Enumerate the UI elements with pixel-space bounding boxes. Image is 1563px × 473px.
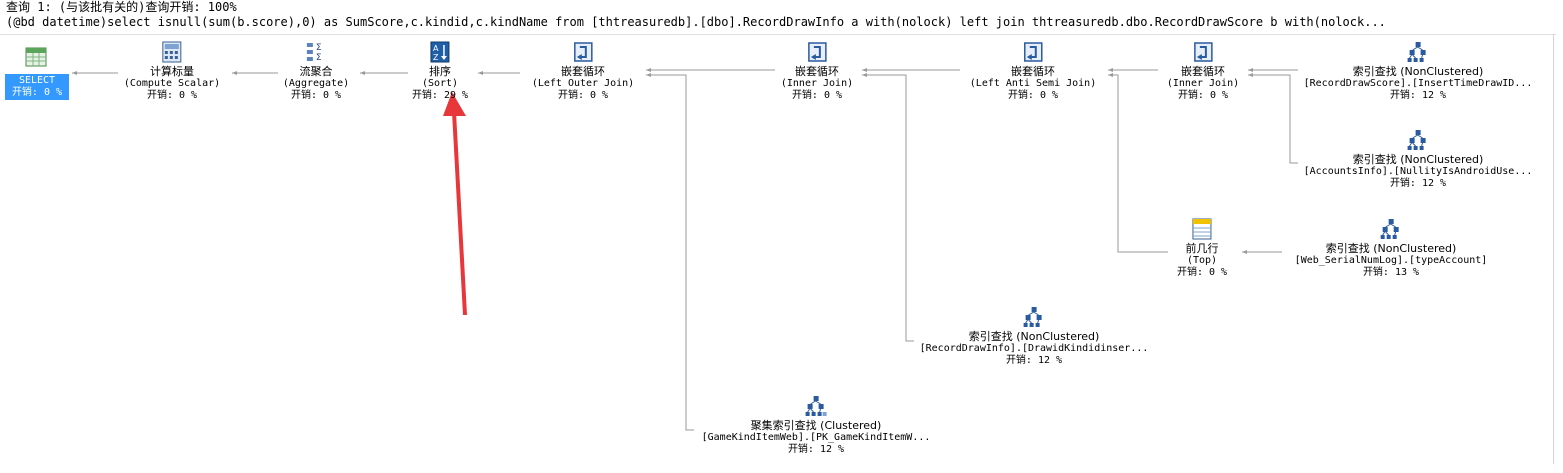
node-name: 嵌套循环 <box>795 65 839 78</box>
node-name: 流聚合 <box>299 65 333 78</box>
node-name: 索引查找 (NonClustered) <box>1325 242 1457 255</box>
node-name: 排序 <box>429 65 451 78</box>
nested-loops-icon <box>1024 42 1043 62</box>
node-operation: (Top) <box>1186 255 1218 266</box>
node-cost: 开销: 0 % <box>1177 90 1229 101</box>
aggregate-icon: Σ Σ <box>306 43 322 63</box>
index-seek-node[interactable]: 索引查找 (NonClustered) [RecordDrawScore].[I… <box>1303 40 1533 102</box>
svg-text:Σ: Σ <box>316 43 322 53</box>
index-seek-icon <box>1024 307 1042 327</box>
node-name: 嵌套循环 <box>560 65 605 78</box>
top-icon <box>1192 218 1212 240</box>
select-label: SELECT <box>18 75 56 86</box>
node-operation: (Inner Join) <box>780 78 854 89</box>
clustered-index-seek-icon <box>806 396 827 416</box>
sort-node[interactable]: A Z 排序 (Sort) 开销: 29 % <box>412 40 468 102</box>
node-name: 聚集索引查找 (Clustered) <box>750 419 882 432</box>
node-operation: (Aggregate) <box>282 78 350 89</box>
svg-text:Z: Z <box>433 53 439 62</box>
index-seek-icon <box>1408 130 1426 150</box>
node-operation: (Left Anti Semi Join) <box>969 78 1097 89</box>
aggregate-node[interactable]: Σ Σ 流聚合 (Aggregate) 开销: 0 % <box>283 40 349 102</box>
node-operation: (Left Outer Join) <box>531 78 635 89</box>
node-cost: 开销: 12 % <box>787 444 845 455</box>
select-node[interactable]: SELECT 开销: 0 % <box>5 74 69 100</box>
query-cost-header: 查询 1: (与该批有关的)查询开销: 100% <box>6 0 237 14</box>
node-name: 嵌套循环 <box>1011 65 1055 78</box>
top-node[interactable]: 前几行 (Top) 开销: 0 % <box>1177 217 1227 279</box>
red-arrow-annotation <box>443 92 467 315</box>
node-name: 索引查找 (NonClustered) <box>1352 153 1484 166</box>
node-cost: 开销: 0 % <box>146 90 198 101</box>
index-seek-node[interactable]: 索引查找 (NonClustered) [Web_SerialNumLog].[… <box>1294 217 1488 279</box>
nested-loops-left-anti-semi-join-node[interactable]: 嵌套循环 (Left Anti Semi Join) 开销: 0 % <box>970 40 1096 102</box>
node-name: 计算标量 <box>149 65 194 78</box>
node-operation: (Sort) <box>421 78 459 89</box>
nested-loops-icon <box>574 42 593 62</box>
compute-scalar-icon <box>162 41 182 63</box>
nested-loops-left-outer-join-node[interactable]: 嵌套循环 (Left Outer Join) 开销: 0 % <box>532 40 634 102</box>
node-operation: [Web_SerialNumLog].[typeAccount] <box>1294 255 1488 266</box>
index-seek-node[interactable]: 索引查找 (NonClustered) [AccountsInfo].[Null… <box>1303 128 1533 190</box>
query-text: (@bd datetime)select isnull(sum(b.score)… <box>6 15 1386 29</box>
node-name: 索引查找 (NonClustered) <box>968 330 1100 343</box>
compute-scalar-node[interactable]: 计算标量 (Compute Scalar) 开销: 0 % <box>124 40 220 102</box>
node-operation: [AccountsInfo].[NullityIsAndroidUse... <box>1303 166 1533 177</box>
node-operation: (Compute Scalar) <box>123 78 221 89</box>
node-cost: 开销: 12 % <box>1005 355 1063 366</box>
index-seek-icon <box>1408 42 1426 62</box>
index-seek-icon <box>1381 219 1399 239</box>
node-name: 前几行 <box>1185 242 1219 255</box>
nested-loops-inner-join-node[interactable]: 嵌套循环 (Inner Join) 开销: 0 % <box>781 40 853 102</box>
node-cost: 开销: 0 % <box>1176 267 1228 278</box>
node-name: 嵌套循环 <box>1181 65 1225 78</box>
index-seek-node[interactable]: 索引查找 (NonClustered) [RecordDrawInfo].[Dr… <box>919 305 1149 367</box>
clustered-index-seek-node[interactable]: 聚集索引查找 (Clustered) [GameKindItemWeb].[PK… <box>701 394 931 456</box>
node-cost: 开销: 0 % <box>1007 90 1059 101</box>
node-operation: [RecordDrawInfo].[DrawidKindidinser... <box>919 343 1149 354</box>
node-cost: 开销: 0 % <box>557 90 609 101</box>
node-cost: 开销: 0 % <box>791 90 843 101</box>
nested-loops-inner-join-node[interactable]: 嵌套循环 (Inner Join) 开销: 0 % <box>1167 40 1239 102</box>
node-cost: 开销: 0 % <box>290 90 342 101</box>
node-cost: 开销: 12 % <box>1389 90 1447 101</box>
node-operation: (Inner Join) <box>1166 78 1240 89</box>
nested-loops-icon <box>808 42 827 62</box>
svg-text:A: A <box>433 44 439 53</box>
node-operation: [GameKindItemWeb].[PK_GameKindItemW... <box>701 432 931 443</box>
node-cost: 开销: 12 % <box>1389 178 1447 189</box>
right-divider <box>1553 34 1554 464</box>
select-cost: 开销: 0 % <box>11 87 63 98</box>
select-icon <box>25 47 47 67</box>
node-operation: [RecordDrawScore].[InsertTimeDrawID... <box>1303 78 1533 89</box>
svg-text:Σ: Σ <box>316 53 322 63</box>
header-divider <box>0 34 1556 35</box>
node-name: 索引查找 (NonClustered) <box>1352 65 1484 78</box>
nested-loops-icon <box>1194 42 1213 62</box>
sort-icon: A Z <box>430 41 450 63</box>
node-cost: 开销: 13 % <box>1362 267 1420 278</box>
node-cost: 开销: 29 % <box>411 90 469 101</box>
